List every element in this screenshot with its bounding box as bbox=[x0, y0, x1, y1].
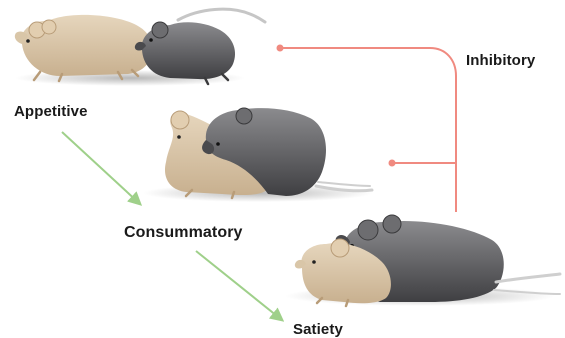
consummatory-to-satiety-arrow bbox=[196, 251, 282, 320]
mice-mounting-icon bbox=[143, 108, 373, 202]
mice-resting-together-icon bbox=[285, 215, 560, 306]
inhibitory-label: Inhibitory bbox=[466, 52, 535, 69]
tan-and-gray-mice-chase-icon bbox=[15, 9, 265, 86]
stage-label-consummatory: Consummatory bbox=[124, 224, 243, 242]
stage-label-appetitive: Appetitive bbox=[14, 103, 88, 120]
appetitive-to-consummatory-arrow bbox=[62, 132, 140, 204]
inhibitory-endpoint-consummatory bbox=[389, 160, 396, 167]
inhibitory-endpoint-appetitive bbox=[277, 45, 284, 52]
stage-label-satiety: Satiety bbox=[293, 321, 343, 338]
